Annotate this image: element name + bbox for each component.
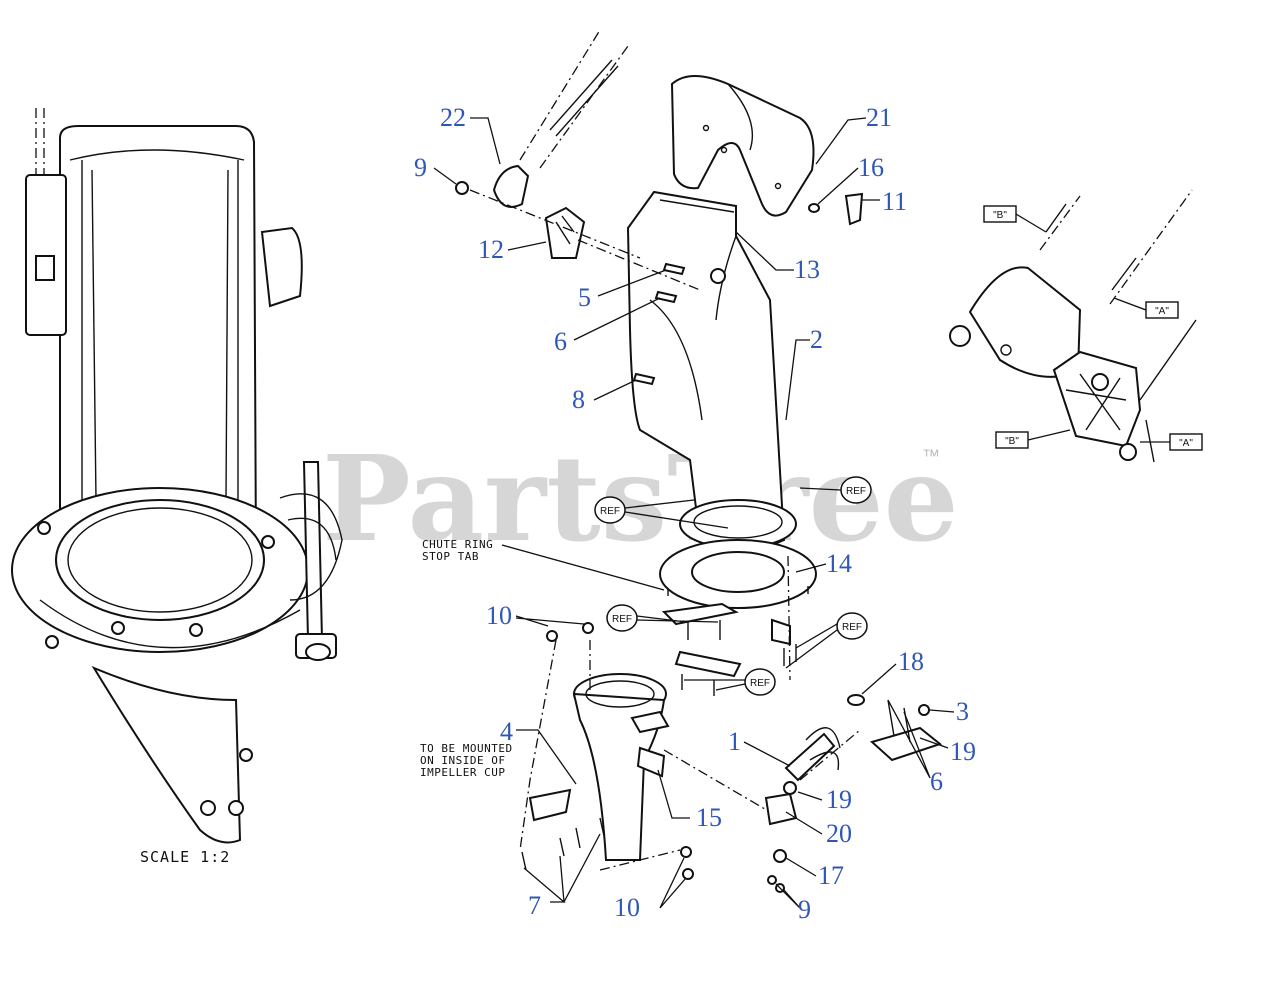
svg-text:REF: REF bbox=[600, 506, 620, 517]
assembled-chute-view bbox=[11, 108, 343, 844]
detail-tag-b-bottom: "B" bbox=[995, 429, 1071, 449]
ref-bubble-5: REF bbox=[684, 668, 776, 696]
svg-text:REF: REF bbox=[612, 614, 632, 625]
callout-15: 15 bbox=[696, 803, 722, 832]
callout-18: 18 bbox=[898, 647, 924, 676]
callout-13: 13 bbox=[794, 255, 820, 284]
note-chute-ring-line2: STOP TAB bbox=[422, 550, 479, 563]
svg-text:"B": "B" bbox=[1005, 436, 1019, 447]
svg-text:REF: REF bbox=[750, 678, 770, 689]
callout-19-right: 19 bbox=[950, 737, 976, 766]
callout-7: 7 bbox=[528, 891, 541, 920]
callout-5: 5 bbox=[578, 283, 591, 312]
callout-11: 11 bbox=[882, 187, 907, 216]
callout-2: 2 bbox=[810, 325, 823, 354]
ref-bubble-3: REF bbox=[606, 604, 719, 632]
callout-6-upper: 6 bbox=[554, 327, 567, 356]
ref-bubble-2: REF bbox=[594, 496, 729, 529]
svg-text:REF: REF bbox=[846, 486, 866, 497]
detail-tag-a-top: "A" bbox=[1113, 297, 1179, 319]
callout-19-lower: 19 bbox=[826, 785, 852, 814]
callout-14: 14 bbox=[826, 549, 852, 578]
detail-tag-a-bottom: "A" bbox=[1140, 433, 1203, 451]
callout-1: 1 bbox=[728, 727, 741, 756]
callout-21: 21 bbox=[866, 103, 892, 132]
scale-label: SCALE 1:2 bbox=[140, 848, 230, 866]
svg-text:"A": "A" bbox=[1155, 306, 1169, 317]
ref-bubble-1: REF bbox=[799, 476, 872, 504]
svg-text:REF: REF bbox=[842, 622, 862, 633]
upper-bracket-parts bbox=[455, 29, 864, 291]
callout-3: 3 bbox=[956, 697, 969, 726]
svg-text:"A": "A" bbox=[1179, 438, 1193, 449]
callout-10-upper: 10 bbox=[486, 601, 512, 630]
exploded-chute-view bbox=[519, 75, 817, 880]
callout-8: 8 bbox=[572, 385, 585, 414]
note-mount-line1: TO BE MOUNTED bbox=[420, 742, 513, 755]
note-chute-ring-line1: CHUTE RING bbox=[422, 538, 493, 551]
svg-text:"B": "B" bbox=[993, 210, 1007, 221]
callout-leaders bbox=[433, 117, 955, 909]
note-mount-line3: IMPELLER CUP bbox=[420, 766, 505, 779]
detail-inset-view bbox=[949, 189, 1197, 463]
callout-16: 16 bbox=[858, 153, 884, 182]
callout-6-lower: 6 bbox=[930, 767, 943, 796]
callout-4: 4 bbox=[500, 717, 513, 746]
callout-12: 12 bbox=[478, 235, 504, 264]
callout-9-lower: 9 bbox=[798, 895, 811, 924]
ref-bubble-4: REF bbox=[785, 612, 868, 669]
callout-17: 17 bbox=[818, 861, 844, 890]
detail-tag-b-top: "B" bbox=[983, 205, 1047, 233]
callout-22: 22 bbox=[440, 103, 466, 132]
note-mount-line2: ON INSIDE OF bbox=[420, 754, 505, 767]
watermark-trademark: ™ bbox=[922, 446, 940, 466]
callout-10-lower: 10 bbox=[614, 893, 640, 922]
callout-20: 20 bbox=[826, 819, 852, 848]
callout-9-top: 9 bbox=[414, 153, 427, 182]
crank-assembly bbox=[764, 694, 943, 893]
